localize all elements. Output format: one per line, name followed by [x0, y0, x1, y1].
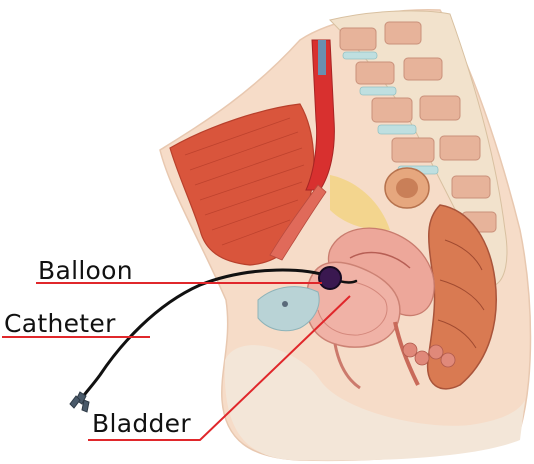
intestine-lumen — [396, 178, 418, 198]
pubic-foramen — [282, 301, 288, 307]
bladder-label: Bladder — [92, 411, 191, 436]
balloon-marker — [319, 267, 341, 289]
balloon-label: Balloon — [38, 258, 133, 283]
vena-cava — [318, 40, 326, 75]
catheter-connector — [70, 392, 89, 412]
catheter-label: Catheter — [4, 311, 116, 336]
